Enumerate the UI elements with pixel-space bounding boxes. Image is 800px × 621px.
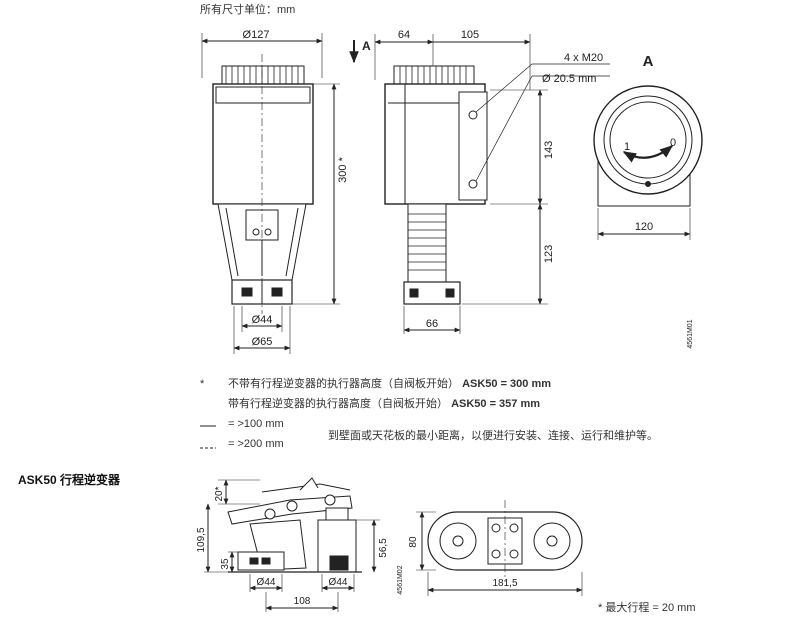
clearance-note: 到壁面或天花板的最小距离，以便进行安装、连接、运行和维护等。 <box>328 430 658 442</box>
dim-w181-inv: 181,5 <box>492 578 517 589</box>
position-0-label: 0 <box>670 137 676 149</box>
drawing-code-1: 4561M01 <box>687 319 694 348</box>
note-height-with: 带有行程逆变器的执行器高度（自阀板开始） ASK50 = 357 mm <box>228 398 540 411</box>
inverter-side-view <box>204 477 380 612</box>
note-height-without: 不带有行程逆变器的执行器高度（自阀板开始） ASK50 = 300 mm <box>228 378 551 391</box>
dim-d44-inv-a: Ø44 <box>257 577 276 588</box>
dim-d65-front: Ø65 <box>252 336 273 348</box>
clearance-200: = >200 mm <box>228 438 284 450</box>
dim-w66: 66 <box>426 318 438 330</box>
note-height-with-text: 带有行程逆变器的执行器高度（自阀板开始） <box>228 398 448 410</box>
position-1-label: 1 <box>624 141 630 153</box>
dim-h35-inv: 35 <box>220 558 231 570</box>
dim-w120: 120 <box>635 221 653 233</box>
note-star: * <box>200 378 205 390</box>
cable-diameter-label: Ø 20.5 mm <box>542 73 596 85</box>
dim-w108-inv: 108 <box>294 596 311 607</box>
note-height-with-value: ASK50 = 357 mm <box>451 398 541 410</box>
dim-h123: 123 <box>543 245 555 263</box>
dim-d127: Ø127 <box>243 29 270 41</box>
side-view <box>374 34 610 334</box>
front-view <box>201 33 359 354</box>
note-height-without-value: ASK50 = 300 mm <box>462 378 552 390</box>
view-arrow-label: A <box>362 39 371 53</box>
cable-entry-label: 4 x M20 <box>564 52 603 64</box>
view-a-title: A <box>643 53 654 70</box>
dim-h143: 143 <box>543 141 555 159</box>
dim-h20-inv: 20* <box>214 486 225 501</box>
dim-w64: 64 <box>398 29 410 41</box>
inverter-title: ASK50 行程逆变器 <box>18 473 121 487</box>
dim-d44-front: Ø44 <box>252 314 273 326</box>
inverter-top-view <box>416 500 583 596</box>
dim-h80-inv: 80 <box>408 536 419 548</box>
dim-w105: 105 <box>461 29 479 41</box>
dim-d44-inv-b: Ø44 <box>329 577 348 588</box>
dim-h56-inv: 56,5 <box>378 538 389 558</box>
inverter-footnote: * 最大行程 = 20 mm <box>598 602 696 614</box>
dim-h109-inv: 109,5 <box>196 527 207 552</box>
drawing-code-2: 4561M02 <box>397 565 404 594</box>
clearance-100: = >100 mm <box>228 418 284 430</box>
note-height-without-text: 不带有行程逆变器的执行器高度（自阀板开始） <box>228 378 459 390</box>
view-a <box>593 85 703 240</box>
units-note: 所有尺寸单位：mm <box>200 4 296 16</box>
dim-h300: 300 * <box>337 156 349 182</box>
